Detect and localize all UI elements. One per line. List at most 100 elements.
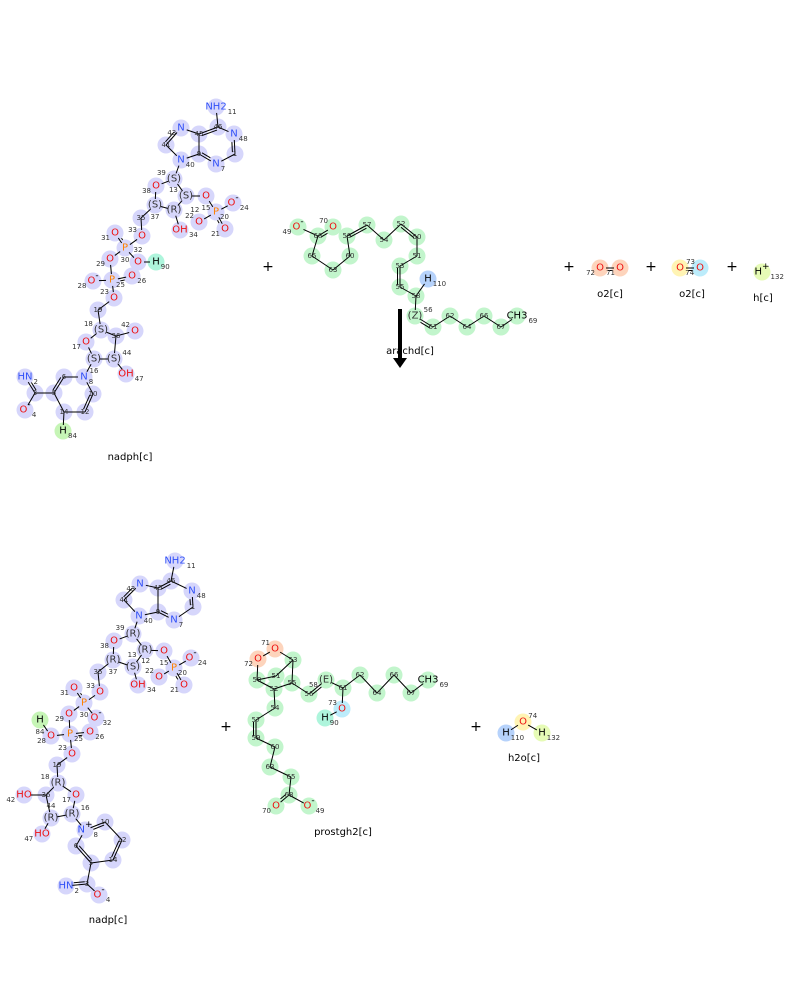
plus-sign: +	[726, 259, 738, 275]
atom-number: 31	[101, 234, 110, 242]
annotations-layer: + + + + + + nadph[c]arachd[c]o2[c]o2[c]h…	[89, 259, 773, 926]
atom-symbol: N	[170, 615, 177, 626]
atom-symbol: N	[80, 372, 87, 383]
bond	[346, 235, 351, 257]
atom-number: 20	[220, 213, 229, 221]
atom-highlight	[266, 640, 284, 658]
atom-symbol: H	[538, 728, 546, 739]
atom-number: 32	[103, 719, 112, 727]
bond	[269, 766, 292, 778]
atom-number: 17	[72, 343, 81, 351]
atom-symbol: O	[72, 790, 80, 801]
atom-number: 34	[189, 231, 198, 239]
atom-highlight	[533, 724, 551, 742]
atom-number: 47	[24, 835, 33, 843]
atom-symbol: O	[128, 271, 136, 282]
atom-highlight	[406, 307, 424, 325]
atom-highlight	[317, 671, 335, 689]
atom-symbol: OH	[172, 225, 187, 236]
atom-number: 90	[330, 719, 339, 727]
atom-symbol: OH	[118, 369, 133, 380]
atom-highlight	[101, 250, 119, 268]
atom-number: 54	[380, 236, 389, 244]
atom-symbol: O	[86, 727, 94, 738]
double-bond-line	[111, 840, 120, 858]
bond	[175, 165, 180, 174]
atom-number: 4	[106, 896, 111, 904]
molecule-name-nadp: nadp[c]	[89, 915, 128, 926]
bond	[291, 682, 310, 695]
atom-highlight	[147, 177, 165, 195]
bond	[86, 382, 94, 395]
atom-highlight	[177, 187, 195, 205]
atom-highlight	[190, 213, 208, 231]
atom-number: 10	[89, 390, 98, 398]
bond	[186, 153, 200, 159]
bond	[144, 611, 159, 616]
bond	[178, 660, 187, 666]
atom-symbol: O	[329, 222, 337, 233]
atom-symbol: O	[202, 191, 210, 202]
atom-symbol: P	[67, 729, 73, 740]
bond	[198, 153, 212, 162]
atom-number: 16	[90, 367, 99, 375]
atom-highlight	[31, 711, 49, 729]
atom-symbol: O	[96, 687, 104, 698]
atom-symbol: NH2	[164, 556, 185, 567]
atom-symbol: O-	[93, 885, 104, 901]
atom-number: 1	[233, 150, 237, 158]
double-bond-line	[349, 227, 367, 238]
atom-number: 17	[62, 796, 71, 804]
atom-number: 73	[686, 258, 695, 266]
bond	[75, 818, 82, 826]
atom-highlight	[333, 700, 351, 718]
double-bond-line	[420, 321, 431, 329]
atom-highlight	[67, 786, 85, 804]
bond	[88, 347, 92, 354]
atom-number: 43	[126, 585, 135, 593]
bond	[114, 251, 121, 256]
atom-number: 64	[463, 323, 472, 331]
atom-symbol: O	[82, 337, 90, 348]
atom-number: 36	[42, 791, 51, 799]
atom-number: 45	[154, 584, 163, 592]
bond	[75, 732, 85, 734]
atom-highlight	[126, 322, 144, 340]
bond	[86, 364, 92, 372]
atom-number: 110	[511, 734, 524, 742]
atom-symbol: O	[616, 263, 624, 274]
atom-number: 37	[109, 668, 118, 676]
double-bond-line	[52, 377, 62, 391]
double-bond-line	[80, 692, 83, 696]
atom-number: 74	[685, 269, 694, 277]
atom-highlight	[81, 723, 99, 741]
double-bond-line	[30, 382, 37, 391]
bond	[262, 651, 271, 657]
bond	[134, 672, 137, 680]
bond	[71, 883, 88, 886]
bond	[106, 331, 117, 337]
atom-highlight	[216, 220, 234, 238]
atom-number: 84	[68, 432, 77, 440]
atom-symbol: O	[138, 231, 146, 242]
atom-highlight	[182, 649, 200, 667]
atom-number: 22	[185, 212, 194, 220]
atom-highlight	[104, 651, 122, 669]
molecule-name-h2o: h2o[c]	[508, 753, 540, 764]
double-bond-line	[78, 845, 92, 861]
atom-number: 28	[37, 737, 46, 745]
bond	[410, 683, 424, 694]
atom-highlight	[133, 227, 151, 245]
atom-number: 41	[162, 141, 171, 149]
atom-number: 39	[157, 169, 166, 177]
atom-symbol: O	[47, 731, 55, 742]
atom-number: 58	[412, 292, 421, 300]
bond	[311, 255, 334, 271]
atom-number: 57	[363, 221, 372, 229]
atom-number: 132	[547, 734, 560, 742]
atom-symbol: N	[188, 586, 195, 597]
bond	[399, 286, 417, 297]
atom-highlight	[591, 259, 609, 277]
